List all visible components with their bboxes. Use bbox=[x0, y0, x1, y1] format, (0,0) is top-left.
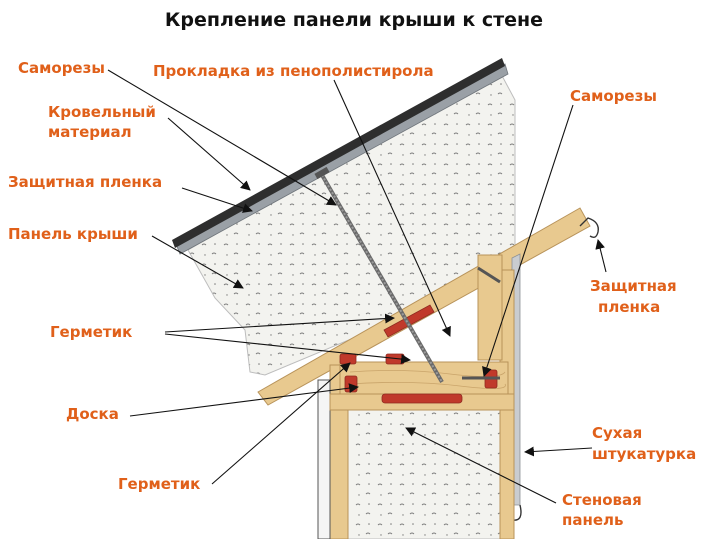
label-foam-gasket: Прокладка из пенополистирола bbox=[153, 62, 434, 80]
arrow-drywall bbox=[524, 446, 593, 457]
label-film-right-line1: Защитная bbox=[590, 277, 677, 295]
label-screws-left: Саморезы bbox=[18, 59, 105, 77]
label-roofing-line2: материал bbox=[48, 123, 132, 141]
wall-panel-foam bbox=[344, 391, 504, 539]
leader-arrows bbox=[107, 69, 607, 504]
wall-panel-outer-skin bbox=[317, 379, 331, 539]
label-sealant-bottom: Герметик bbox=[118, 475, 201, 493]
label-screws-right: Саморезы bbox=[570, 87, 657, 105]
arrow-sealant-top-b bbox=[164, 333, 411, 364]
diagram-title: Крепление панели крыши к стене bbox=[164, 9, 544, 31]
arrow-roof-panel bbox=[151, 235, 244, 289]
arrow-roofing bbox=[167, 117, 251, 191]
arrow-film-right bbox=[595, 239, 607, 273]
label-wall-panel-line1: Стеновая bbox=[562, 491, 642, 509]
label-wall-panel-line2: панель bbox=[562, 511, 624, 529]
label-board: Доска bbox=[66, 405, 119, 423]
roof-support-post bbox=[477, 254, 503, 361]
label-drywall-line2: штукатурка bbox=[592, 445, 697, 463]
arrow-board bbox=[129, 383, 359, 417]
label-drywall-line1: Сухая bbox=[592, 424, 643, 442]
arrow-screws-right bbox=[482, 104, 574, 377]
arrow-sealant-top-a bbox=[164, 313, 395, 333]
short-screws bbox=[462, 266, 501, 380]
arrow-foam-gasket bbox=[333, 79, 451, 337]
label-roofing-line1: Кровельный bbox=[48, 103, 156, 121]
label-film-left: Защитная пленка bbox=[8, 173, 163, 191]
protective-film-right bbox=[579, 217, 599, 239]
long-screw bbox=[314, 166, 444, 384]
label-film-right-line2: пленка bbox=[598, 298, 661, 316]
arrow-film-left bbox=[181, 187, 253, 213]
label-sealant-top: Герметик bbox=[50, 323, 133, 341]
arrow-sealant-bottom bbox=[211, 362, 351, 485]
arrow-wall-panel bbox=[405, 427, 557, 504]
label-roof-panel: Панель крыши bbox=[8, 225, 138, 243]
arrow-screws-left bbox=[107, 69, 337, 206]
